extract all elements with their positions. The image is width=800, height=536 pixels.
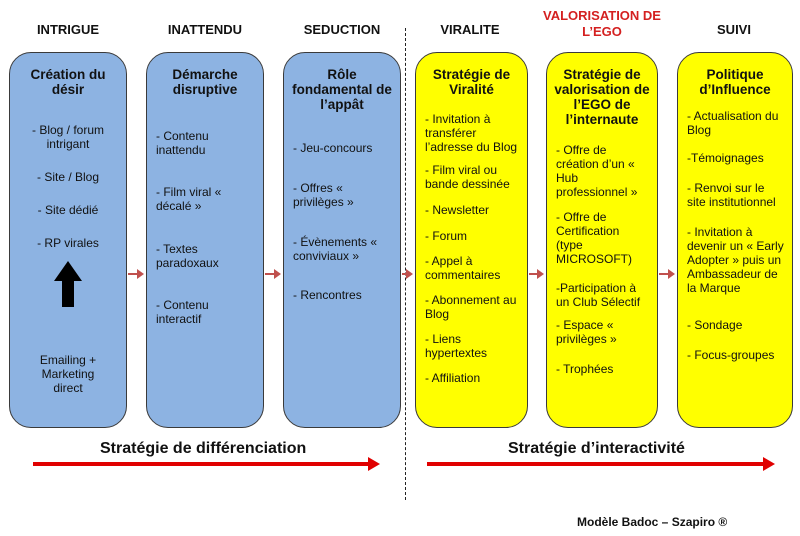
box-demarche-disruptive: Démarche disruptive - Contenu inattendu …: [146, 52, 264, 428]
header-viralite: VIRALITE: [440, 22, 500, 37]
list-item: - RP virales: [37, 236, 99, 250]
box-title: Rôle fondamental de l’appât: [292, 67, 392, 112]
connector-arrow: [128, 269, 144, 279]
list-item: -Témoignages: [687, 151, 764, 165]
connector-arrow: [529, 269, 544, 279]
connector-arrow: [265, 269, 281, 279]
header-valorisation-ego: VALORISATION DE L’EGO: [543, 8, 661, 39]
list-item: - Focus-groupes: [687, 348, 775, 362]
box-valorisation-ego: Stratégie de valorisation de l’EGO de l’…: [546, 52, 658, 428]
list-item: - Contenu interactif: [156, 298, 209, 326]
list-item: - Sondage: [687, 318, 743, 332]
list-item: - Liens hypertextes: [425, 332, 488, 360]
box-strategie-viralite: Stratégie de Viralité - Invitation à tra…: [415, 52, 528, 428]
list-item: - Appel à commentaires: [425, 254, 501, 282]
list-item: Emailing + Marketing direct: [39, 353, 97, 395]
list-item: - Évènements « conviviaux »: [293, 235, 378, 263]
divider-dashed-line: [405, 28, 406, 500]
list-item: - Contenu inattendu: [156, 129, 209, 157]
list-item: - Abonnement au Blog: [425, 293, 517, 321]
box-title: Démarche disruptive: [172, 67, 238, 97]
arrow-up-icon: [54, 261, 82, 307]
strategy-differenciation-label: Stratégie de différenciation: [100, 440, 307, 457]
list-item: - Invitation à devenir un « Early Adopte…: [687, 225, 784, 295]
list-item: - Rencontres: [293, 288, 362, 302]
box-title: Politique d’Influence: [699, 67, 771, 97]
list-item: - Film viral ou bande dessinée: [425, 163, 510, 191]
model-credit: Modèle Badoc – Szapiro ®: [577, 515, 728, 529]
header-suivi: SUIVI: [717, 22, 751, 37]
red-arrow-differenciation: [33, 457, 380, 471]
list-item: - Offre de création d’un « Hub professio…: [556, 143, 638, 199]
list-item: - Film viral « décalé »: [156, 185, 222, 213]
header-inattendu: INATTENDU: [167, 22, 243, 37]
box-role-appat: Rôle fondamental de l’appât - Jeu-concou…: [283, 52, 401, 428]
strategy-interactivite-label: Stratégie d’interactivité: [508, 440, 685, 457]
list-item: - Textes paradoxaux: [156, 242, 219, 270]
red-arrow-interactivite: [427, 457, 775, 471]
connector-arrow: [659, 269, 675, 279]
list-item: - Offres « privilèges »: [293, 181, 354, 209]
list-item: - Espace « privilèges »: [556, 318, 617, 346]
list-item: - Affiliation: [425, 371, 481, 385]
list-item: - Renvoi sur le site institutionnel: [687, 181, 776, 209]
header-intrigue: INTRIGUE: [36, 22, 100, 37]
header-seduction: SEDUCTION: [303, 22, 381, 37]
box-politique-influence: Politique d’Influence - Actualisation du…: [677, 52, 793, 428]
list-item: - Newsletter: [425, 203, 490, 217]
list-item: - Blog / forum intrigant: [31, 123, 105, 151]
list-item: - Invitation à transférer l’adresse du B…: [425, 112, 518, 154]
list-item: - Site / Blog: [36, 170, 100, 184]
box-title: Stratégie de Viralité: [432, 67, 511, 97]
connector-arrow: [402, 269, 413, 279]
list-item: -Participation à un Club Sélectif: [556, 281, 641, 309]
list-item: - Actualisation du Blog: [687, 109, 779, 137]
list-item: - Forum: [425, 229, 467, 243]
list-item: - Offre de Certification (type MICROSOFT…: [556, 210, 632, 266]
list-item: - Site dédié: [37, 203, 99, 217]
box-title: Stratégie de valorisation de l’EGO de l’…: [554, 67, 650, 127]
list-item: - Trophées: [556, 362, 614, 376]
list-item: - Jeu-concours: [293, 141, 373, 155]
box-title: Création du désir: [30, 67, 106, 97]
box-creation-desir: Création du désir - Blog / forum intriga…: [9, 52, 127, 428]
